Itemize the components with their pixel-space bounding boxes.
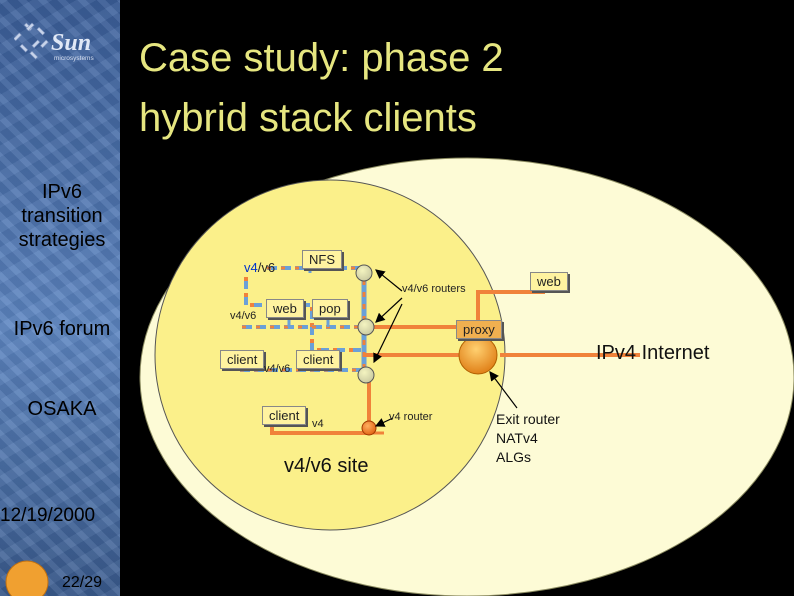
svg-text:microsystems: microsystems xyxy=(54,55,94,62)
nfs-tag-v4: v4 xyxy=(244,260,258,275)
v4v6-routers-label: v4/v6 routers xyxy=(402,283,466,295)
nav-osaka: OSAKA xyxy=(27,398,97,420)
v4-router-label: v4 router xyxy=(389,411,433,423)
links xyxy=(240,266,640,435)
client-3-tag: v4 xyxy=(312,418,324,430)
web-server-inner: web xyxy=(266,299,304,318)
nfs-server: NFS xyxy=(302,250,342,269)
sun-circle-decoration xyxy=(5,560,49,596)
sun-logo: Sun microsystems xyxy=(14,22,94,62)
exit-router-line1: Exit router xyxy=(496,411,560,427)
nfs-tag: v4/v6 xyxy=(244,260,275,275)
pop-server: pop xyxy=(312,299,348,318)
web-server-outer: web xyxy=(530,272,568,291)
slide-title-line2: hybrid stack clients xyxy=(139,96,477,140)
nav-ipv6-transition: IPv6 transition strategies xyxy=(18,181,106,251)
client-2: client xyxy=(296,350,341,369)
exit-router-line3: ALGs xyxy=(496,449,532,465)
client-2-tag: v4/v6 xyxy=(264,363,291,375)
client-1: client xyxy=(220,350,265,369)
proxy-server: proxy xyxy=(456,320,502,339)
slide-title-line1: Case study: phase 2 xyxy=(139,36,504,80)
page-number: 22/29 xyxy=(62,574,103,591)
sidebar: Sun microsystems IPv6 transition strateg… xyxy=(0,0,120,596)
site-label: v4/v6 site xyxy=(284,455,369,477)
arrows xyxy=(373,269,518,427)
web-tag: v4/v6 xyxy=(230,310,257,322)
ipv4-internet-label: IPv4 Internet xyxy=(596,342,710,364)
exit-router-line2: NATv4 xyxy=(496,430,538,446)
nav-ipv6-forum: IPv6 forum xyxy=(13,318,111,340)
router-icons xyxy=(355,264,498,436)
svg-text:Sun: Sun xyxy=(51,30,91,56)
client-3: client xyxy=(262,406,307,425)
exit-router-label: Exit router NATv4 ALGs xyxy=(496,410,560,467)
nfs-tag-v6: /v6 xyxy=(257,260,276,275)
date-label: 12/19/2000 xyxy=(0,505,96,526)
